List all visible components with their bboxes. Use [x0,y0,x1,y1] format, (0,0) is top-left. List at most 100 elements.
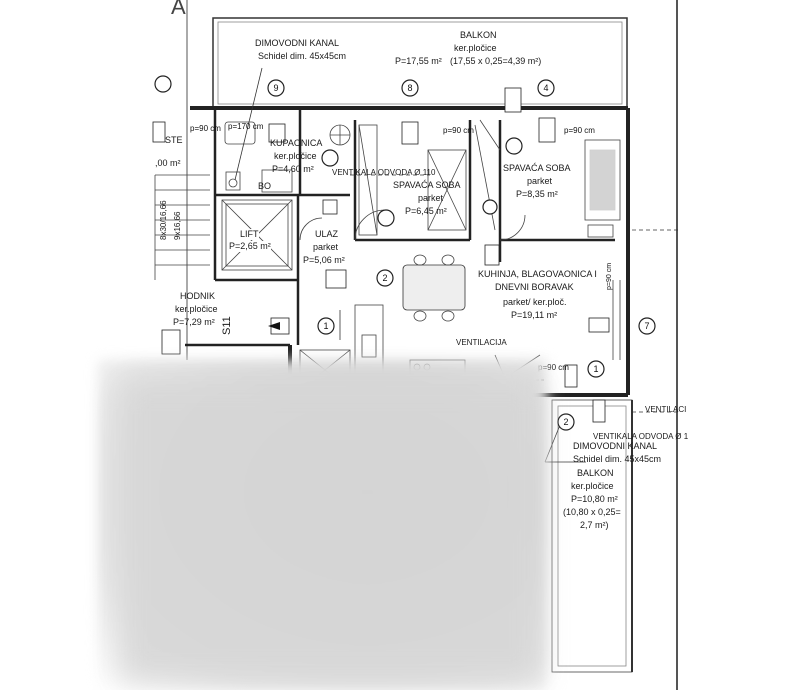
door-swing-bed2 [499,214,526,241]
wall-tag-8 [588,317,610,333]
axis-marker-1a: 1 [317,317,335,335]
boiler-label: BO [258,181,272,191]
lift-inner [225,203,289,267]
chimney-right-name: DIMOVODNI KANAL [573,441,658,451]
door-width-6: p=90 cm [606,262,613,290]
wardrobe-2 [358,124,378,236]
bathroom-area: P=4,60 m² [272,164,314,174]
balcony-right-finish: ker.pločice [571,481,614,491]
wall-tag-10 [592,399,606,423]
vent-circle-3 [482,199,498,215]
balcony-top-name: BALKON [460,30,497,40]
chimney-top-detail: Schidel dim. 45x45cm [258,51,347,61]
corridor-finish: ker.pločice [175,304,218,314]
sink [361,334,377,358]
balcony-top-area: P=17,55 m² [395,56,442,66]
sheet-letter: A [171,0,186,19]
door-swing-bed1 [354,209,386,241]
axis-marker-7: 7 [638,317,656,335]
wall-tag-1 [268,123,286,143]
door-width-4: p=90 cm [564,126,595,135]
living-name-1: KUHINJA, BLAGOVAONICA I [478,269,597,279]
vent-pipe-label-1: VENTIKALA ODVODA Ø 110 [332,168,436,177]
section-arrow [268,322,280,330]
bedroom-large-area: P=8,35 m² [516,189,558,199]
section-label: S11 [221,316,233,335]
wall-tag-12 [152,121,166,143]
corridor-area: P=7,29 m² [173,317,215,327]
svg-text:2: 2 [563,417,568,427]
axis-marker-1b: 1 [587,360,605,378]
wall-tag-3 [538,117,556,143]
washbasin [224,121,256,145]
balcony-right-calc-2: 2,7 m²) [580,520,609,530]
axis-marker-2b: 2 [557,413,575,431]
entry-finish: parket [313,242,339,252]
door-width-5: p=90 cm [538,363,569,372]
stair-dims-1: 8x30/16,66 [159,200,168,240]
door-width-3: p=90 cm [443,126,474,135]
axis-marker-left [154,75,172,93]
entry-name: ULAZ [315,229,339,239]
balcony-top-finish: ker.pločice [454,43,497,53]
wall-tag-7 [484,244,500,266]
bedroom-large-name: SPAVAĆA SOBA [503,163,571,173]
living-name-2: DNEVNI BORAVAK [495,282,574,292]
lift-shaft [221,199,293,271]
chimney-right-detail: Schidel dim. 45x45cm [573,454,662,464]
bathroom-finish: ker.pločice [274,151,317,161]
axis-marker-8: 8 [401,79,419,97]
axis-marker-4: 4 [537,79,555,97]
vent-pipe-label-2: VENTIKALA ODVODA Ø 1 [593,432,689,441]
door-swing-bath [299,217,323,241]
door-width-2: p=170 cm [228,122,264,131]
stair-dims-2: 9x16,66 [173,211,182,240]
lift-name: LIFT [240,229,259,240]
bed [584,139,621,221]
wall-tag-13 [322,199,338,215]
bedroom-small-finish: parket [418,193,444,203]
vent-circle-1 [377,209,395,227]
stairs [154,174,210,280]
corridor-name: HODNIK [180,291,216,301]
dining-table [402,264,466,311]
wall-tag-2 [401,121,419,145]
wall-tag-11 [161,329,181,355]
axis-marker-2: 2 [376,269,394,287]
svg-text:1: 1 [593,364,598,374]
leader-chimney-top [234,67,263,181]
redacted-region-core [120,380,540,680]
bathroom-name: KUPAONICA [270,138,323,148]
living-finish: parket/ ker.ploč. [503,297,567,307]
bedroom-small-area: P=6,45 m² [405,206,447,216]
wall-tag-4 [504,87,522,113]
vent-circle-4 [505,137,523,155]
balcony-top-calc: (17,55 x 0,25=4,39 m²) [450,56,542,66]
balcony-top-inner [217,21,623,105]
svg-text:1: 1 [323,321,328,331]
svg-text:4: 4 [543,83,548,93]
toilet [225,171,241,191]
lift-area: P=2,65 m² [229,241,271,252]
svg-text:8: 8 [407,83,412,93]
svg-text:9: 9 [273,83,278,93]
boiler-niche [261,169,293,193]
balcony-right-area: P=10,80 m² [571,494,618,504]
balcony-right-calc-1: (10,80 x 0,25= [563,507,621,517]
wardrobe-1 [427,149,467,231]
bedroom-large-finish: parket [527,176,553,186]
living-area: P=19,11 m² [511,310,558,320]
svg-text:2: 2 [382,273,387,283]
vent-circle-2 [321,149,339,167]
stair-fragment-1: STE [165,135,183,145]
bedroom-small-name: SPAVAĆA SOBA [393,180,461,190]
ventilation-edge-label: VENTILACI [645,405,687,414]
wall-tag-5 [325,269,347,289]
balcony-right-name: BALKON [577,468,614,478]
entry-area: P=5,06 m² [303,255,345,265]
stair-fragment-2: ,00 m² [155,158,181,168]
chimney-top-name: DIMOVODNI KANAL [255,38,340,48]
nightstand [587,224,614,238]
axis-marker-9: 9 [267,79,285,97]
